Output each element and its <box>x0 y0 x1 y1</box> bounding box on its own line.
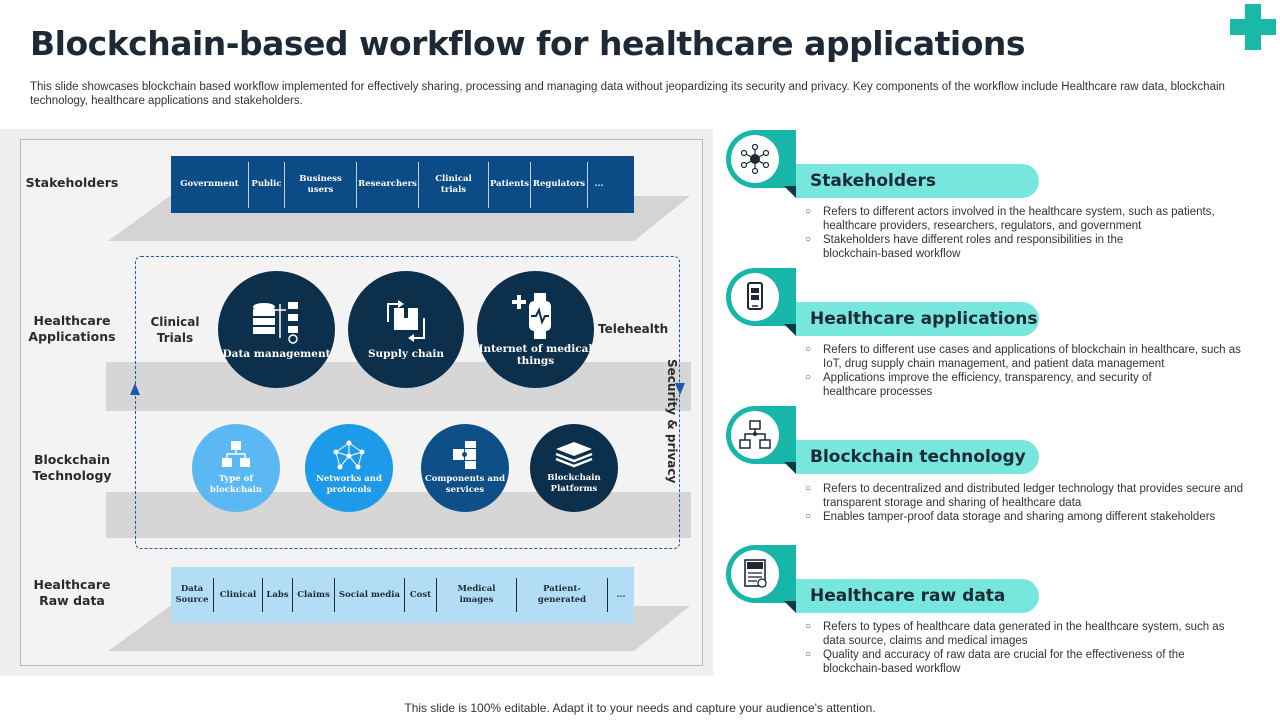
stakeholders-bullets: Refers to different actors involved in t… <box>805 205 1245 261</box>
page-subtitle: This slide showcases blockchain based wo… <box>30 81 1225 107</box>
blockchain-platforms-circle: Blockchain Platforms <box>530 424 618 512</box>
networks-protocols-circle: Networks and protocols <box>305 424 393 512</box>
bullet-item: Refers to types of healthcare data gener… <box>805 620 1250 648</box>
raw-data-item: Clinical <box>214 578 263 612</box>
mobile-device-icon <box>747 282 763 310</box>
stakeholder-item: Public <box>249 161 285 208</box>
layers-icon <box>555 442 593 468</box>
smartwatch-icon <box>511 292 551 339</box>
raw-data-bullets: Refers to types of healthcare data gener… <box>805 620 1250 676</box>
section-heading-healthcare-applications: Healthcare applications <box>796 302 1039 336</box>
bullet-item: Quality and accuracy of raw data are cru… <box>805 648 1215 676</box>
applications-icon-disc <box>726 268 796 326</box>
blockchain-icon-disc <box>726 406 796 464</box>
up-arrow-icon <box>130 383 140 395</box>
section-heading-stakeholders: Stakeholders <box>796 164 1039 198</box>
raw-data-item: ... <box>616 589 626 600</box>
row-label-stakeholders: Stakeholders <box>25 175 119 190</box>
blockchain-network-icon <box>739 420 771 449</box>
circle-label: Supply chain <box>367 347 445 360</box>
security-arrows <box>130 383 685 395</box>
row-label-healthcare-applications: Healthcare Applications <box>28 313 116 344</box>
pill-corner <box>784 324 796 336</box>
database-icon <box>252 301 298 344</box>
puzzle-icon <box>453 441 476 469</box>
circle-label: Data management <box>222 347 331 360</box>
circle-label: Networks and protocols <box>316 474 382 495</box>
stakeholder-item: Regulators <box>531 161 588 208</box>
pill-corner <box>784 462 796 474</box>
bullet-item: Refers to different use cases and applic… <box>805 343 1245 371</box>
bullet-item: Enables tamper-proof data storage and sh… <box>805 510 1250 524</box>
pill-corner <box>784 186 796 198</box>
raw-data-item: Labs <box>263 578 293 612</box>
security-privacy-label: Security & privacy <box>665 359 679 484</box>
bullet-item: Stakeholders have different roles and re… <box>805 233 1145 261</box>
box-cycle-icon <box>387 299 425 342</box>
row-label-healthcare-raw-data: Healthcare Raw data <box>33 577 111 608</box>
cubes-icon <box>222 441 250 467</box>
stakeholder-item: Researchers <box>357 161 419 208</box>
blockchain-bullets: Refers to decentralized and distributed … <box>805 482 1250 524</box>
circle-label: Type of blockchain <box>209 474 263 495</box>
network-nodes-icon <box>740 144 770 174</box>
telehealth-label: Telehealth <box>598 322 669 336</box>
raw-data-item: Patient-generated <box>517 578 608 612</box>
bullet-item: Refers to decentralized and distributed … <box>805 482 1250 510</box>
security-boundary <box>135 256 680 549</box>
raw-data-item: Data Source <box>171 578 214 612</box>
section-heading-blockchain-technology: Blockchain technology <box>796 440 1039 474</box>
data-management-circle: Data management <box>218 271 335 388</box>
section-heading-healthcare-raw-data: Healthcare raw data <box>796 579 1039 613</box>
network-mesh-icon <box>333 440 365 470</box>
pill-corner <box>784 601 796 613</box>
page-title: Blockchain-based workflow for healthcare… <box>30 24 1026 63</box>
medical-cross-icon <box>1230 4 1276 50</box>
type-of-blockchain-circle: Type of blockchain <box>192 424 280 512</box>
bullet-item: Applications improve the efficiency, tra… <box>805 371 1165 399</box>
iomt-circle: Internet of medical things <box>477 271 594 388</box>
row-label-blockchain-technology: Blockchain Technology <box>32 452 112 483</box>
raw-file-icon <box>744 559 767 588</box>
stakeholder-item: Government <box>171 161 249 208</box>
raw-data-icon-disc <box>726 545 796 603</box>
down-arrow-icon <box>675 383 685 395</box>
supply-chain-circle: Supply chain <box>348 271 464 388</box>
raw-data-item: Claims <box>293 578 335 612</box>
stakeholder-item: Patients <box>489 161 531 208</box>
clinical-trials-label: Clinical Trials <box>150 315 200 345</box>
circle-label: Blockchain Platforms <box>547 473 601 494</box>
circle-label: Internet of medical things <box>478 342 593 367</box>
raw-data-item: Social media <box>335 578 405 612</box>
footer-note: This slide is 100% editable. Adapt it to… <box>404 701 876 715</box>
stakeholder-item: Business users <box>285 161 357 208</box>
raw-data-item: Cost <box>405 578 437 612</box>
circle-label: Components and services <box>424 474 506 495</box>
stakeholder-item: Clinical trials <box>419 161 489 208</box>
components-services-circle: Components and services <box>421 424 509 512</box>
stakeholders-icon-disc <box>726 130 796 188</box>
applications-bullets: Refers to different use cases and applic… <box>805 343 1245 399</box>
stakeholder-item: ... <box>594 179 604 189</box>
raw-data-bar: Data Source Clinical Labs Claims Social … <box>171 567 634 623</box>
bullet-item: Refers to different actors involved in t… <box>805 205 1245 233</box>
raw-data-item: Medical images <box>437 578 517 612</box>
stakeholders-bar: Government Public Business users Researc… <box>171 156 634 213</box>
